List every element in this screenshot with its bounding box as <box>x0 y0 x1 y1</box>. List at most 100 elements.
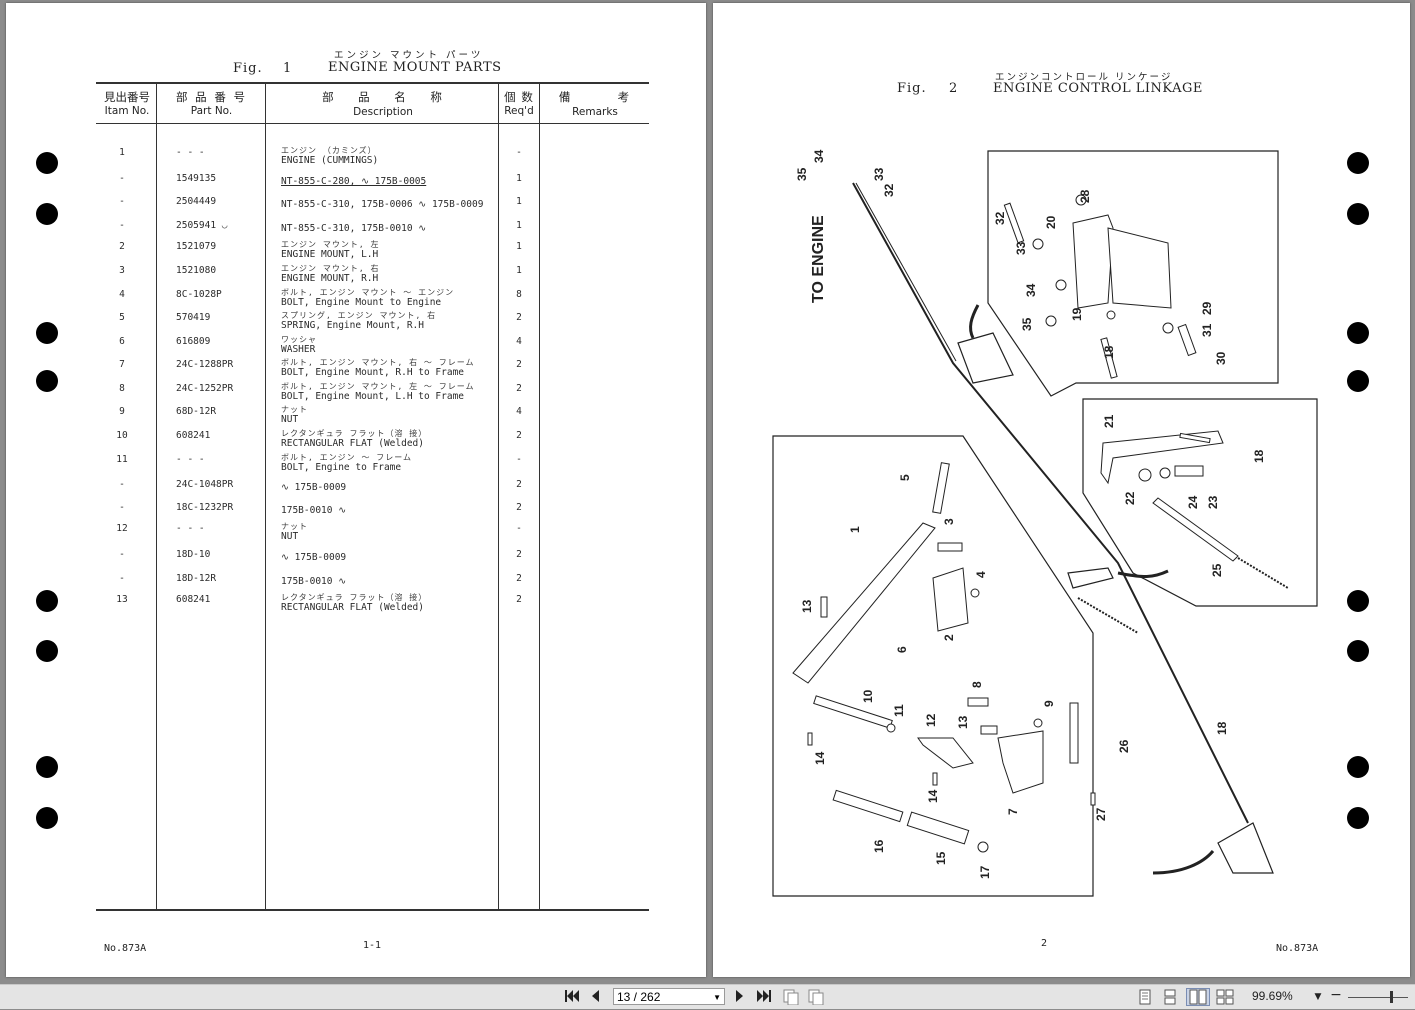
header-remarks-jp: 備 考 <box>558 90 632 104</box>
part-number: 2505941 ◡ <box>176 220 228 231</box>
prev-page-icon[interactable] <box>589 989 601 1005</box>
right-page: エンジンコントロール リンケージ Fig. 2 ENGINE CONTROL L… <box>713 3 1410 977</box>
spring-lever <box>1067 567 1114 589</box>
callout-21: 21 <box>1102 414 1116 428</box>
callout-20: 20 <box>1044 215 1058 229</box>
description: ∿ 175B-0009 <box>281 482 347 493</box>
item-number: 10 <box>116 430 128 441</box>
quantity: 4 <box>516 336 522 347</box>
two-page-view-icon[interactable] <box>1186 988 1210 1006</box>
document-number: No.873A <box>104 943 147 954</box>
zoom-slider[interactable] <box>1348 997 1408 998</box>
single-page-icon[interactable] <box>783 989 799 1006</box>
description: NT-855-C-310, 175B-0010 ∿ <box>281 223 427 234</box>
table-top-border <box>96 82 649 84</box>
description-jp: エンジン マウント, 左 <box>281 240 380 249</box>
fig-number: 1 <box>283 61 293 76</box>
table-row: 9 68D-12R ナット NUT 4 <box>6 405 706 430</box>
next-page-icon[interactable] <box>734 989 746 1005</box>
callout-19: 19 <box>1070 307 1084 321</box>
item-number: 11 <box>116 454 128 465</box>
column-divider <box>498 83 499 909</box>
linkage-diagram: TO ENGINE 1 2 3 4 5 6 7 8 9 10 11 12 13 … <box>772 149 1318 897</box>
fig-title: ENGINE CONTROL LINKAGE <box>993 81 1203 96</box>
fig-title-japanese: エンジンコントロール リンケージ <box>995 72 1173 83</box>
binder-hole <box>36 590 58 612</box>
zoom-slider-thumb[interactable] <box>1390 991 1393 1003</box>
link-1 <box>792 522 936 684</box>
description: ∿ 175B-0009 <box>281 552 347 563</box>
callout-18a: 18 <box>1102 345 1116 359</box>
header-item-en: Itam No. <box>104 105 150 117</box>
callout-24: 24 <box>1186 495 1200 509</box>
callout-26: 26 <box>1117 739 1131 753</box>
two-page-icon[interactable] <box>808 989 824 1006</box>
table-row: 6 616809 ワッシャ WASHER 4 <box>6 335 706 360</box>
single-page-view-icon[interactable] <box>1138 989 1152 1005</box>
arm-26 <box>1069 702 1079 764</box>
washer-19 <box>1106 310 1116 320</box>
item-number: 2 <box>119 241 125 252</box>
nut-11 <box>886 723 896 733</box>
callout-35a: 35 <box>795 167 809 181</box>
nut-35 <box>1045 315 1057 327</box>
part-number: 18C-1232PR <box>176 502 234 513</box>
description: BOLT, Engine to Frame <box>281 462 402 473</box>
description-jp: ワッシャ <box>281 335 317 344</box>
description: WASHER <box>281 344 316 355</box>
item-number: 4 <box>119 289 125 300</box>
binder-hole <box>36 152 58 174</box>
description-jp: レクタンギュラ フラット（溶 接） <box>281 593 428 602</box>
page-selector[interactable]: 13 / 262 ▼ <box>613 988 725 1005</box>
callout-30: 30 <box>1214 351 1228 365</box>
callout-9: 9 <box>1042 700 1056 707</box>
callout-33a: 33 <box>872 167 886 181</box>
description-jp: ナット <box>281 405 308 414</box>
first-page-icon[interactable] <box>564 989 580 1005</box>
header-part-en: Part No. <box>190 105 233 117</box>
table-row: 7 24C-1288PR ボルト, エンジン マウント, 右 〜 フレーム BO… <box>6 358 706 383</box>
table-row: - 2504449 NT-855-C-310, 175B-0006 ∿ 175B… <box>6 196 706 220</box>
part-number: - - - <box>176 523 205 534</box>
part-number: 8C-1028P <box>176 289 222 300</box>
item-number: 6 <box>119 336 125 347</box>
binder-hole <box>1347 640 1369 662</box>
quantity: 1 <box>516 220 522 231</box>
table-row: 5 570419 スプリング, エンジン マウント, 右 SPRING, Eng… <box>6 311 706 336</box>
continuous-view-icon[interactable] <box>1163 989 1177 1005</box>
item-number: 7 <box>119 359 125 370</box>
callout-12: 12 <box>924 713 938 727</box>
zoom-dropdown-icon[interactable]: ▼ <box>1314 992 1322 1002</box>
callout-1: 1 <box>848 526 862 533</box>
zoom-out-icon[interactable]: − <box>1330 987 1342 1003</box>
part-number: 1549135 <box>176 173 217 184</box>
table-row: 2 1521079 エンジン マウント, 左 ENGINE MOUNT, L.H… <box>6 240 706 265</box>
quantity: 2 <box>516 479 522 490</box>
item-number: 12 <box>116 523 128 534</box>
bolt-23 <box>1174 465 1204 477</box>
inset-frame-bottom <box>772 435 1094 897</box>
callout-32b: 32 <box>993 211 1007 225</box>
last-page-icon[interactable] <box>756 989 772 1005</box>
callout-16: 16 <box>872 839 886 853</box>
callout-13: 13 <box>800 599 814 613</box>
table-row: 4 8C-1028P ボルト, エンジン マウント 〜 エンジン BOLT, E… <box>6 288 706 313</box>
part-number: 570419 <box>176 312 211 323</box>
binder-hole <box>1347 370 1369 392</box>
two-page-continuous-icon[interactable] <box>1215 989 1235 1005</box>
quantity: 1 <box>516 173 522 184</box>
header-item-jp: 見出番号 <box>104 90 150 104</box>
bracket-7 <box>997 730 1044 794</box>
fig-number: 2 <box>949 81 959 96</box>
table-row: 11 - - - ボルト, エンジン 〜 フレーム BOLT, Engine t… <box>6 453 706 478</box>
callout-3: 3 <box>942 518 956 525</box>
upper-bracket <box>957 332 1014 384</box>
part-number: 24C-1252PR <box>176 383 234 394</box>
quantity: 2 <box>516 573 522 584</box>
rod-end-32 <box>1003 202 1025 244</box>
description-jp: レクタンギュラ フラット（溶 接） <box>281 429 428 438</box>
binder-hole <box>1347 322 1369 344</box>
description-jp: ボルト, エンジン 〜 フレーム <box>281 453 413 462</box>
description: NUT <box>281 531 299 542</box>
pin-13 <box>820 596 828 618</box>
